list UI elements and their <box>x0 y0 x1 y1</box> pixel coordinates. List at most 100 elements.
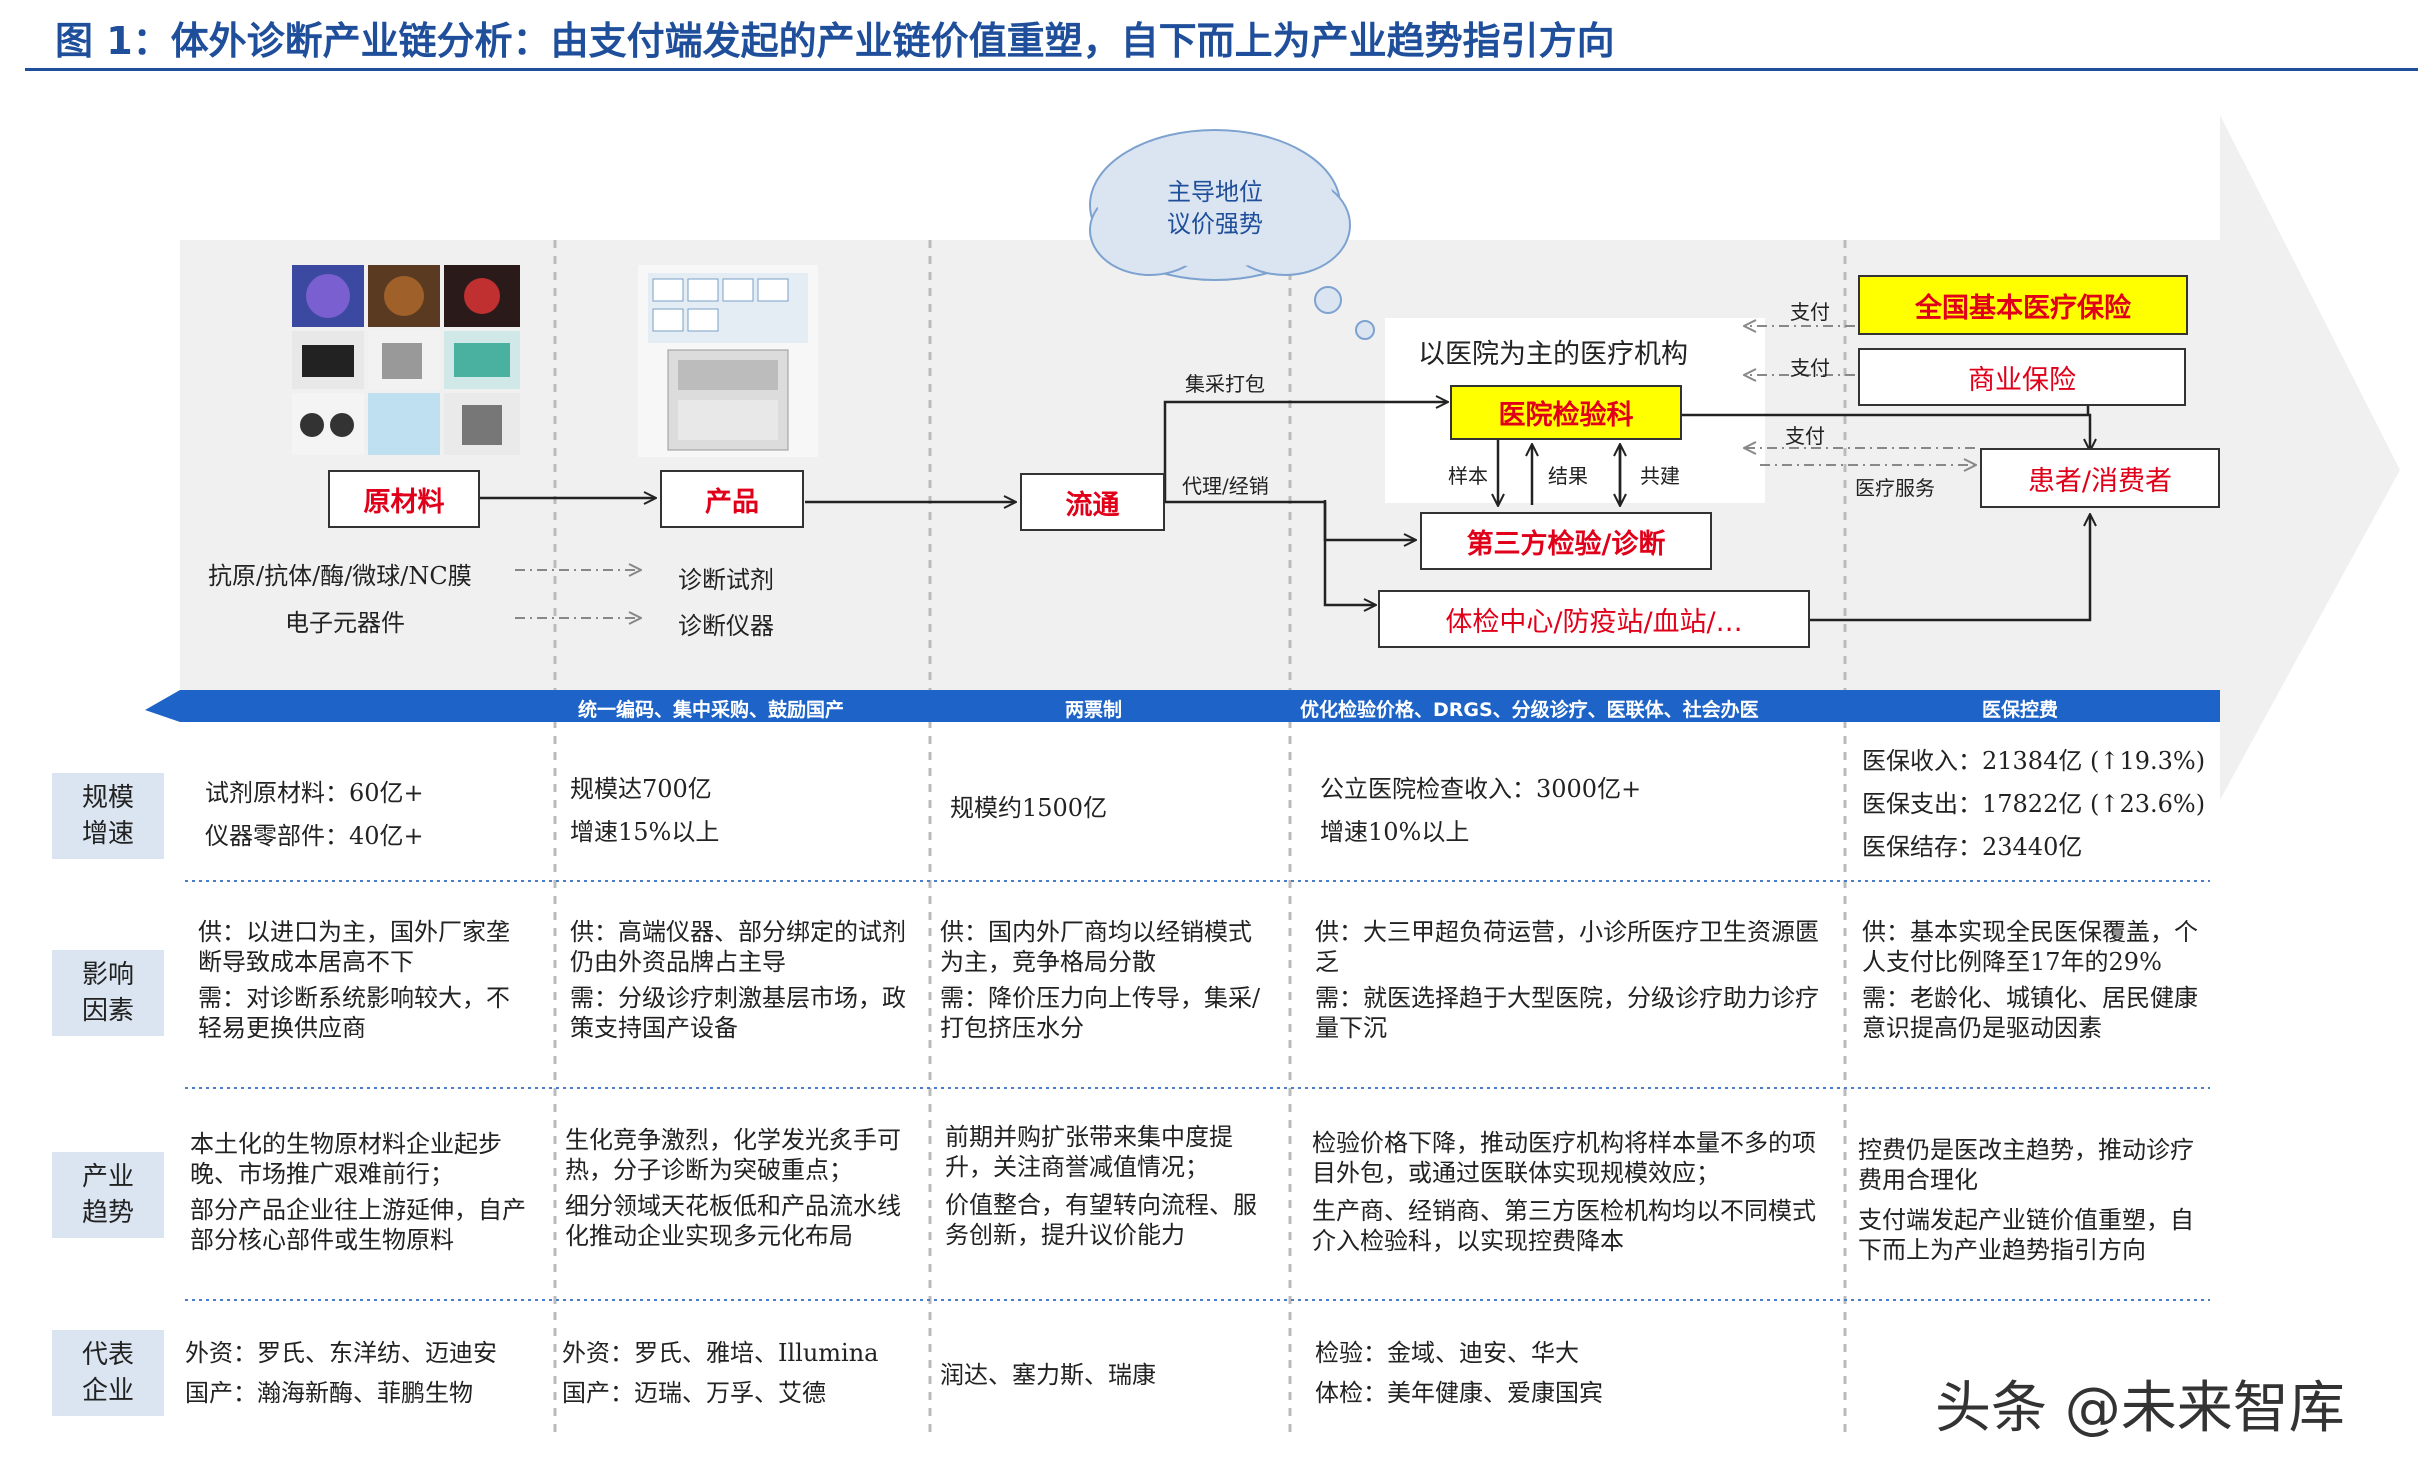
cell-line: 检验：金域、迪安、华大 <box>1315 1339 1579 1367</box>
cell-line: 医保收入：21384亿 (↑19.3%) <box>1862 747 2206 775</box>
cell-line: 供：国内外厂商均以经销模式为主，竞争格局分散 <box>940 918 1252 976</box>
cell-companies-product: 外资：罗氏、雅培、Illumina 国产：迈瑞、万孚、艾德 <box>562 1333 922 1413</box>
medical-service-label: 医疗服务 <box>1855 476 1935 500</box>
title-divider <box>25 68 2418 71</box>
cell-scale-insurance: 医保收入：21384亿 (↑19.3%) 医保支出：17822亿 (↑23.6%)… <box>1862 740 2242 869</box>
cell-companies-circulation: 润达、塞力斯、瑞康 <box>940 1355 1270 1395</box>
cell-line: 供：高端仪器、部分绑定的试剂仍由外资品牌占主导 <box>570 918 906 976</box>
cell-line: 规模约1500亿 <box>950 794 1108 822</box>
cloud-line-1: 主导地位 <box>1167 178 1263 206</box>
cell-companies-raw: 外资：罗氏、东洋纺、迈迪安国产：瀚海新酶、菲鹏生物 <box>185 1333 545 1413</box>
cell-line: 国产：瀚海新酶、菲鹏生物 <box>185 1379 473 1407</box>
cell-scale-hospital: 公立医院检查收入：3000亿+ 增速10%以上 <box>1320 768 1820 854</box>
cell-line: 需：老龄化、城镇化、居民健康意识提高仍是驱动因素 <box>1862 984 2198 1042</box>
patient-box[interactable]: 患者/消费者 <box>1980 448 2220 508</box>
row-header-line: 代表 <box>81 1340 134 1370</box>
physical-exam-box[interactable]: 体检中心/防疫站/血站/… <box>1378 590 1810 648</box>
cell-line: 控费仍是医改主趋势，推动诊疗费用合理化 <box>1858 1136 2194 1194</box>
cell-line: 供：基本实现全民医保覆盖，个人支付比例降至17年的29% <box>1862 918 2198 976</box>
cell-line: 需：降价压力向上传导，集采/打包挤压水分 <box>940 984 1261 1042</box>
cell-trend-circulation: 前期并购扩张带来集中度提升，关注商誉减值情况； 价值整合，有望转向流程、服务创新，… <box>945 1122 1275 1250</box>
cell-line: 医保结存：23440亿 <box>1862 833 2083 861</box>
raw-material-image <box>292 265 520 455</box>
row-header-factors: 影响 因素 <box>52 950 164 1036</box>
raw-sub-item-1: 抗原/抗体/酶/微球/NC膜 <box>208 562 472 590</box>
cell-factors-raw: 供：以进口为主，国外厂家垄断导致成本居高不下需：对诊断系统影响较大，不轻易更换供… <box>198 917 533 1043</box>
sample-label: 样本 <box>1448 464 1488 488</box>
cell-line: 公立医院检查收入：3000亿+ <box>1320 775 1642 803</box>
cell-line: 外资：罗氏、东洋纺、迈迪安 <box>185 1339 497 1367</box>
row-header-line: 影响 <box>81 960 134 990</box>
cell-line: 检验价格下降，推动医疗机构将样本量不多的项目外包，或通过医联体实现规模效应； <box>1312 1129 1816 1187</box>
row-header-line: 因素 <box>81 996 134 1026</box>
row-header-line: 趋势 <box>81 1198 134 1228</box>
band-label-two-invoice: 两票制 <box>1065 699 1123 721</box>
row-header-companies: 代表 企业 <box>52 1330 164 1416</box>
band-label-policy: 统一编码、集中采购、鼓励国产 <box>578 699 845 721</box>
medical-institution-label: 以医院为主的医疗机构 <box>1418 339 1688 370</box>
cell-line: 试剂原材料：60亿+ <box>205 779 424 807</box>
product-image <box>638 265 818 457</box>
cell-line: 增速15%以上 <box>570 818 720 846</box>
co-build-label: 共建 <box>1640 464 1680 488</box>
cell-scale-product: 规模达700亿增速15%以上 <box>570 768 915 854</box>
cell-line: 外资：罗氏、雅培、Illumina <box>562 1339 879 1367</box>
cell-trend-insurance: 控费仍是医改主趋势，推动诊疗费用合理化支付端发起产业链价值重塑，自下而上为产业趋… <box>1858 1135 2213 1265</box>
cloud-line-2: 议价强势 <box>1167 210 1263 238</box>
cell-factors-circulation: 供：国内外厂商均以经销模式为主，竞争格局分散需：降价压力向上传导，集采/打包挤压… <box>940 917 1265 1043</box>
cell-trend-hospital: 检验价格下降，推动医疗机构将样本量不多的项目外包，或通过医联体实现规模效应；生产… <box>1312 1128 1822 1256</box>
cell-line: 部分产品企业往上游延伸，自产部分核心部件或生物原料 <box>190 1196 526 1254</box>
cell-line: 细分领域天花板低和产品流水线化推动企业实现多元化布局 <box>565 1192 901 1250</box>
cell-scale-raw: 试剂原材料：60亿+ 仪器零部件：40亿+ <box>205 772 545 858</box>
cell-line: 本土化的生物原材料企业起步晚、市场推广艰难前行； <box>190 1130 502 1188</box>
watermark: 头条 @未来智库 <box>1935 1376 2345 1441</box>
cell-trend-product: 生化竞争激烈，化学发光炙手可热，分子诊断为突破重点； 细分领域天花板低和产品流水线… <box>565 1125 915 1251</box>
raw-sub-item-2: 电子元器件 <box>285 609 405 637</box>
product-box[interactable]: 产品 <box>660 470 804 528</box>
product-sub-item-1: 诊断试剂 <box>678 566 774 594</box>
cell-line: 供：以进口为主，国外厂家垄断导致成本居高不下 <box>198 918 510 976</box>
cell-line: 增速10%以上 <box>1320 818 1470 846</box>
page-title: 图 1：体外诊断产业链分析：由支付端发起的产业链价值重塑，自下而上为产业趋势指引… <box>55 19 1615 63</box>
cell-line: 润达、塞力斯、瑞康 <box>940 1361 1156 1389</box>
commercial-insurance-box[interactable]: 商业保险 <box>1858 348 2186 406</box>
cell-factors-hospital: 供：大三甲超负荷运营，小诊所医疗卫生资源匮乏需：就医选择趋于大型医院，分级诊疗助… <box>1315 917 1820 1043</box>
cell-factors-product: 供：高端仪器、部分绑定的试剂仍由外资品牌占主导需：分级诊疗刺激基层市场，政策支持… <box>570 917 910 1043</box>
cell-line: 价值整合，有望转向流程、服务创新，提升议价能力 <box>945 1191 1257 1249</box>
result-label: 结果 <box>1548 464 1588 488</box>
payment-label-2: 支付 <box>1790 356 1830 380</box>
cell-line: 支付端发起产业链价值重塑，自下而上为产业趋势指引方向 <box>1858 1206 2194 1264</box>
cell-line: 需：对诊断系统影响较大，不轻易更换供应商 <box>198 984 510 1042</box>
cell-line: 供：大三甲超负荷运营，小诊所医疗卫生资源匮乏 <box>1315 918 1819 976</box>
cell-line: 医保支出：17822亿 (↑23.6%) <box>1862 790 2206 818</box>
cell-factors-insurance: 供：基本实现全民医保覆盖，个人支付比例降至17年的29% 需：老龄化、城镇化、居民… <box>1862 917 2212 1043</box>
cell-line: 前期并购扩张带来集中度提升，关注商誉减值情况； <box>945 1123 1233 1181</box>
cell-line: 需：分级诊疗刺激基层市场，政策支持国产设备 <box>570 984 906 1042</box>
band-label-hospital-policy: 优化检验价格、DRGS、分级诊疗、医联体、社会办医 <box>1300 699 1759 721</box>
cell-line: 需：就医选择趋于大型医院，分级诊疗助力诊疗量下沉 <box>1315 984 1819 1042</box>
national-insurance-box[interactable]: 全国基本医疗保险 <box>1858 275 2188 335</box>
cloud-shape <box>1089 129 1375 340</box>
band-label-insurance-control: 医保控费 <box>1982 699 2059 721</box>
cell-line: 规模达700亿 <box>570 775 712 803</box>
row-header-line: 增速 <box>81 819 134 849</box>
cell-line: 国产：迈瑞、万孚、艾德 <box>562 1379 826 1407</box>
circulation-box[interactable]: 流通 <box>1020 473 1165 531</box>
cell-trend-raw: 本土化的生物原材料企业起步晚、市场推广艰难前行； 部分产品企业往上游延伸，自产部分… <box>190 1129 535 1255</box>
payment-label-3: 支付 <box>1785 424 1825 448</box>
cloud-text: 主导地位 议价强势 <box>1150 176 1280 240</box>
row-header-line: 产业 <box>81 1162 134 1192</box>
product-sub-item-2: 诊断仪器 <box>678 612 774 640</box>
cell-companies-hospital: 检验：金域、迪安、华大体检：美年健康、爱康国宾 <box>1315 1333 1815 1413</box>
agent-distribution-label: 代理/经销 <box>1182 474 1269 498</box>
row-header-line: 企业 <box>81 1376 134 1406</box>
cell-line: 生化竞争激烈，化学发光炙手可热，分子诊断为突破重点； <box>565 1126 901 1184</box>
cell-line: 体检：美年健康、爱康国宾 <box>1315 1379 1603 1407</box>
raw-material-box[interactable]: 原材料 <box>328 470 480 528</box>
cell-line: 仪器零部件：40亿+ <box>205 822 424 850</box>
cell-scale-circulation: 规模约1500亿 <box>950 787 1280 830</box>
hospital-lab-box[interactable]: 医院检验科 <box>1450 385 1682 440</box>
third-party-lab-box[interactable]: 第三方检验/诊断 <box>1420 512 1712 570</box>
centralized-purchase-label: 集采打包 <box>1185 372 1265 396</box>
policy-band-arrow <box>145 690 2220 722</box>
